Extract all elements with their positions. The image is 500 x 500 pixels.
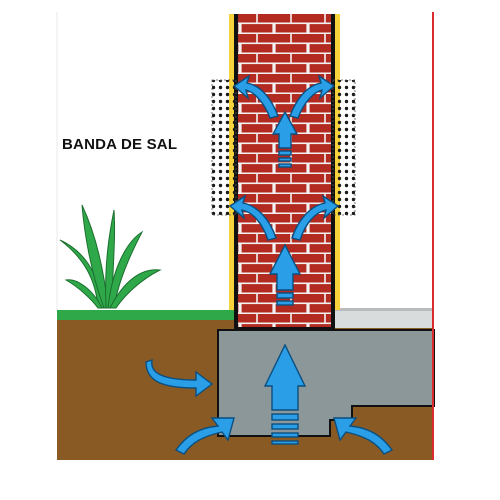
moisture-arrow-icon (291, 194, 340, 241)
moisture-arrow-icon (263, 343, 307, 445)
moisture-arrow-icon (268, 243, 302, 306)
moisture-arrow-icon (333, 417, 394, 455)
moisture-arrow-icon (174, 417, 235, 455)
moisture-arrow-icon (232, 74, 279, 119)
moisture-arrow-icon (228, 194, 277, 241)
moisture-arrows (145, 74, 394, 455)
floor-slab (334, 310, 434, 328)
floor-slab-top (334, 308, 434, 311)
plant-icon (59, 204, 162, 309)
moisture-arrow-icon (289, 74, 336, 119)
grass-strip (57, 310, 236, 320)
salt-band-left (211, 79, 237, 216)
salt-band-label: BANDA DE SAL (62, 136, 178, 153)
moisture-arrow-icon (271, 110, 299, 168)
moisture-arrow-icon (145, 358, 214, 398)
salt-band-right (332, 79, 356, 216)
